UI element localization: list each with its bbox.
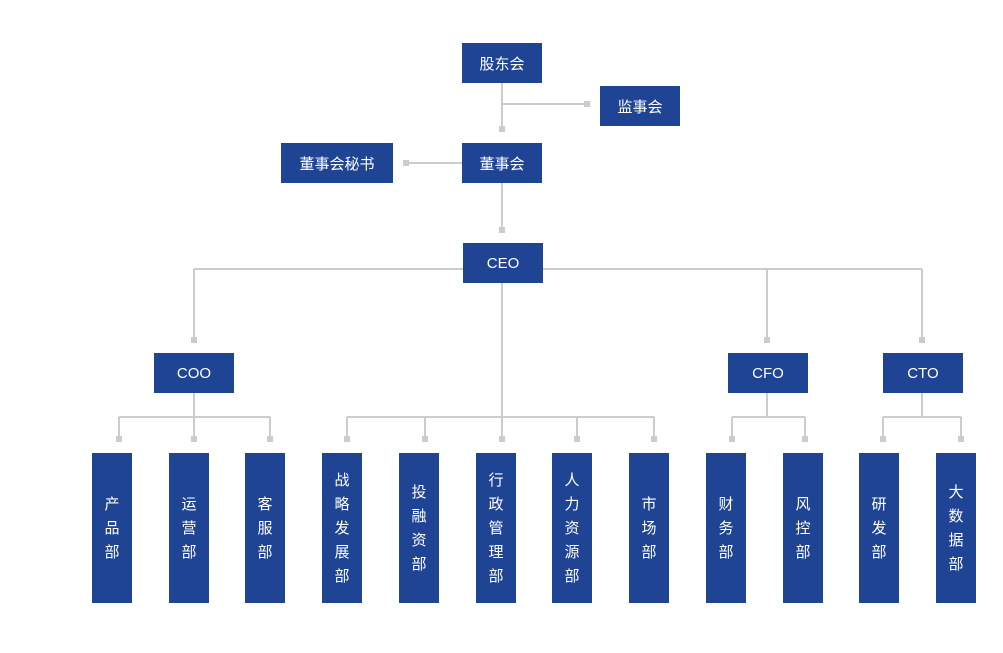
connector-endpoint [267, 436, 273, 442]
connector-endpoint [584, 101, 590, 107]
department-label: 风控部 [795, 495, 811, 561]
coo-label: COO [176, 364, 212, 382]
connector-endpoint [919, 337, 925, 343]
department-human-resources: 人力资源部 [552, 453, 592, 603]
shareholders-box: 股东会 [462, 43, 542, 83]
connector-endpoint [499, 126, 505, 132]
connector-endpoint [344, 436, 350, 442]
cfo-box: CFO [728, 353, 808, 393]
shareholders-label: 股东会 [479, 54, 525, 73]
department-administration: 行政管理部 [476, 453, 516, 603]
ceo-label: CEO [486, 254, 520, 272]
supervisors-box: 监事会 [600, 86, 680, 126]
department-label: 客服部 [257, 495, 273, 561]
connector-endpoint [802, 436, 808, 442]
connector-endpoint [880, 436, 886, 442]
coo-box: COO [154, 353, 234, 393]
connector-endpoint [958, 436, 964, 442]
department-label: 财务部 [718, 495, 734, 561]
department-big-data: 大数据部 [936, 453, 976, 603]
cfo-label: CFO [752, 364, 784, 382]
department-customer-service: 客服部 [245, 453, 285, 603]
department-rnd: 研发部 [859, 453, 899, 603]
ceo-box: CEO [463, 243, 543, 283]
department-label: 研发部 [871, 495, 887, 561]
department-label: 产品部 [104, 495, 120, 561]
department-label: 市场部 [641, 495, 657, 561]
connector-endpoint [116, 436, 122, 442]
board-label: 董事会 [479, 154, 525, 173]
connector-endpoint [403, 160, 409, 166]
department-label: 人力资源部 [564, 471, 580, 585]
department-label: 大数据部 [948, 483, 964, 573]
connector-endpoint [499, 227, 505, 233]
connector-endpoint [729, 436, 735, 442]
connector-endpoint [764, 337, 770, 343]
department-label: 战略发展部 [334, 471, 350, 585]
board-box: 董事会 [462, 143, 542, 183]
department-label: 运营部 [181, 495, 197, 561]
department-finance: 财务部 [706, 453, 746, 603]
department-marketing: 市场部 [629, 453, 669, 603]
connector-endpoint [499, 436, 505, 442]
department-product: 产品部 [92, 453, 132, 603]
connector-endpoint [191, 436, 197, 442]
connector-endpoint [191, 337, 197, 343]
connector-endpoint [574, 436, 580, 442]
cto-box: CTO [883, 353, 963, 393]
cto-label: CTO [907, 364, 939, 382]
connector-endpoint [651, 436, 657, 442]
department-label: 行政管理部 [488, 471, 504, 585]
department-label: 投融资部 [411, 483, 427, 573]
department-investment-financing: 投融资部 [399, 453, 439, 603]
connector-endpoint [422, 436, 428, 442]
supervisors-label: 监事会 [617, 97, 663, 116]
department-strategy: 战略发展部 [322, 453, 362, 603]
board-secretary-label: 董事会秘书 [299, 154, 375, 173]
department-risk-control: 风控部 [783, 453, 823, 603]
department-operations: 运营部 [169, 453, 209, 603]
board-secretary-box: 董事会秘书 [281, 143, 393, 183]
